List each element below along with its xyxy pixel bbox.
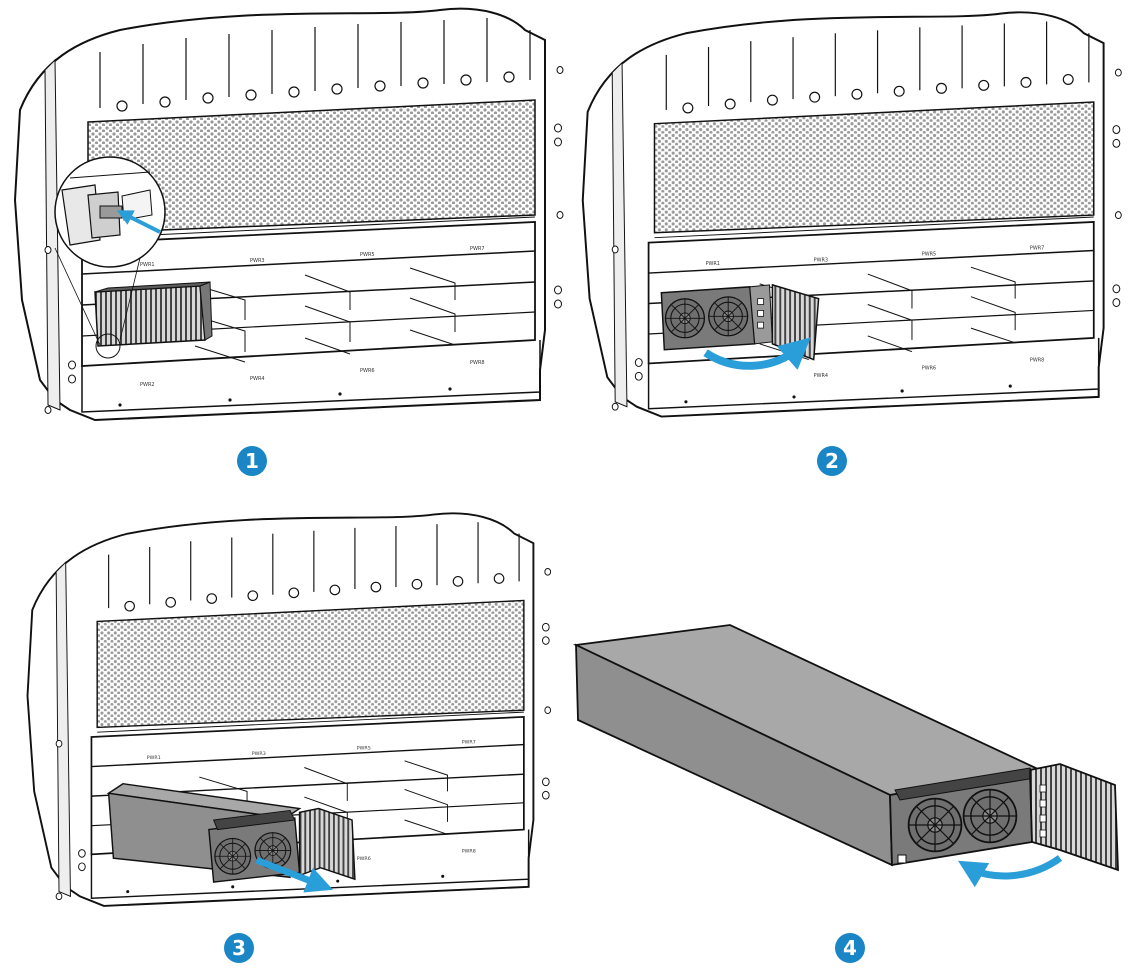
chassis-illustration: PWR1 PWR3 PWR5 PWR7 PWR6 PWR8 — [26, 512, 552, 907]
psu-illustration — [572, 624, 1119, 888]
step-2-panel: PWR1 PWR3 PWR5 PWR7 PWR4 PWR6 PWR8 — [568, 0, 1138, 440]
rotate-arrow-icon — [957, 855, 1063, 888]
slot-label-top-1: PWR1 — [706, 261, 720, 267]
slot-label-bottom-3: PWR6 — [360, 368, 375, 374]
slot-label-top-3: PWR5 — [357, 745, 371, 751]
slot-label-top-1: PWR1 — [147, 755, 161, 761]
chassis-illustration: PWR1 PWR3 PWR5 PWR7 PWR4 PWR6 PWR8 — [581, 11, 1123, 418]
slot-label-top-3: PWR5 — [922, 251, 936, 257]
step-2-badge: 2 — [817, 446, 847, 476]
psu-face-with-fans — [660, 284, 773, 351]
slot-label-top-2: PWR3 — [250, 258, 265, 264]
psu-filter-open — [298, 807, 356, 881]
slot-label-bottom-4: PWR8 — [470, 360, 485, 366]
chassis-illustration: PWR1 PWR3 PWR5 PWR7 PWR2 PWR4 PWR6 PWR8 — [14, 7, 564, 422]
push-arrow-icon — [116, 210, 161, 234]
step-1-badge: 1 — [237, 446, 267, 476]
slot-label-top-4: PWR7 — [462, 740, 476, 746]
slot-label-top-2: PWR3 — [814, 257, 828, 263]
step-3-panel: PWR1 PWR3 PWR5 PWR7 PWR6 PWR8 — [0, 505, 580, 925]
step-4-panel — [570, 610, 1138, 900]
step-4-badge: 4 — [835, 933, 865, 963]
slot-label-bottom-2: PWR4 — [250, 376, 265, 382]
slot-label-bottom-4: PWR8 — [462, 848, 476, 854]
step-3-badge: 3 — [224, 933, 254, 963]
slot-label-bottom-4: PWR8 — [1030, 358, 1044, 364]
pull-arrow-icon — [255, 856, 334, 893]
slot-label-top-4: PWR7 — [1030, 245, 1044, 251]
step-1-panel: PWR1 PWR3 PWR5 PWR7 PWR2 PWR4 PWR6 PWR8 — [0, 0, 580, 440]
slot-label-bottom-1: PWR2 — [140, 382, 155, 388]
psu-removed — [572, 624, 1044, 867]
slot-label-bottom-3: PWR6 — [922, 365, 936, 371]
slot-label-top-2: PWR3 — [252, 751, 266, 757]
slot-label-bottom-3: PWR6 — [357, 856, 371, 862]
callout-magnifier-icon — [54, 156, 166, 359]
rotate-arrow-icon — [703, 337, 811, 370]
slot-label-bottom-2: PWR4 — [814, 373, 828, 379]
slot-label-top-3: PWR5 — [360, 252, 375, 258]
psu-filter-closed — [94, 281, 213, 347]
psu-filter-open — [1029, 763, 1119, 872]
slot-label-top-1: PWR1 — [140, 262, 155, 268]
psu-partially-pulled — [106, 782, 302, 883]
slot-label-top-4: PWR7 — [470, 246, 485, 252]
